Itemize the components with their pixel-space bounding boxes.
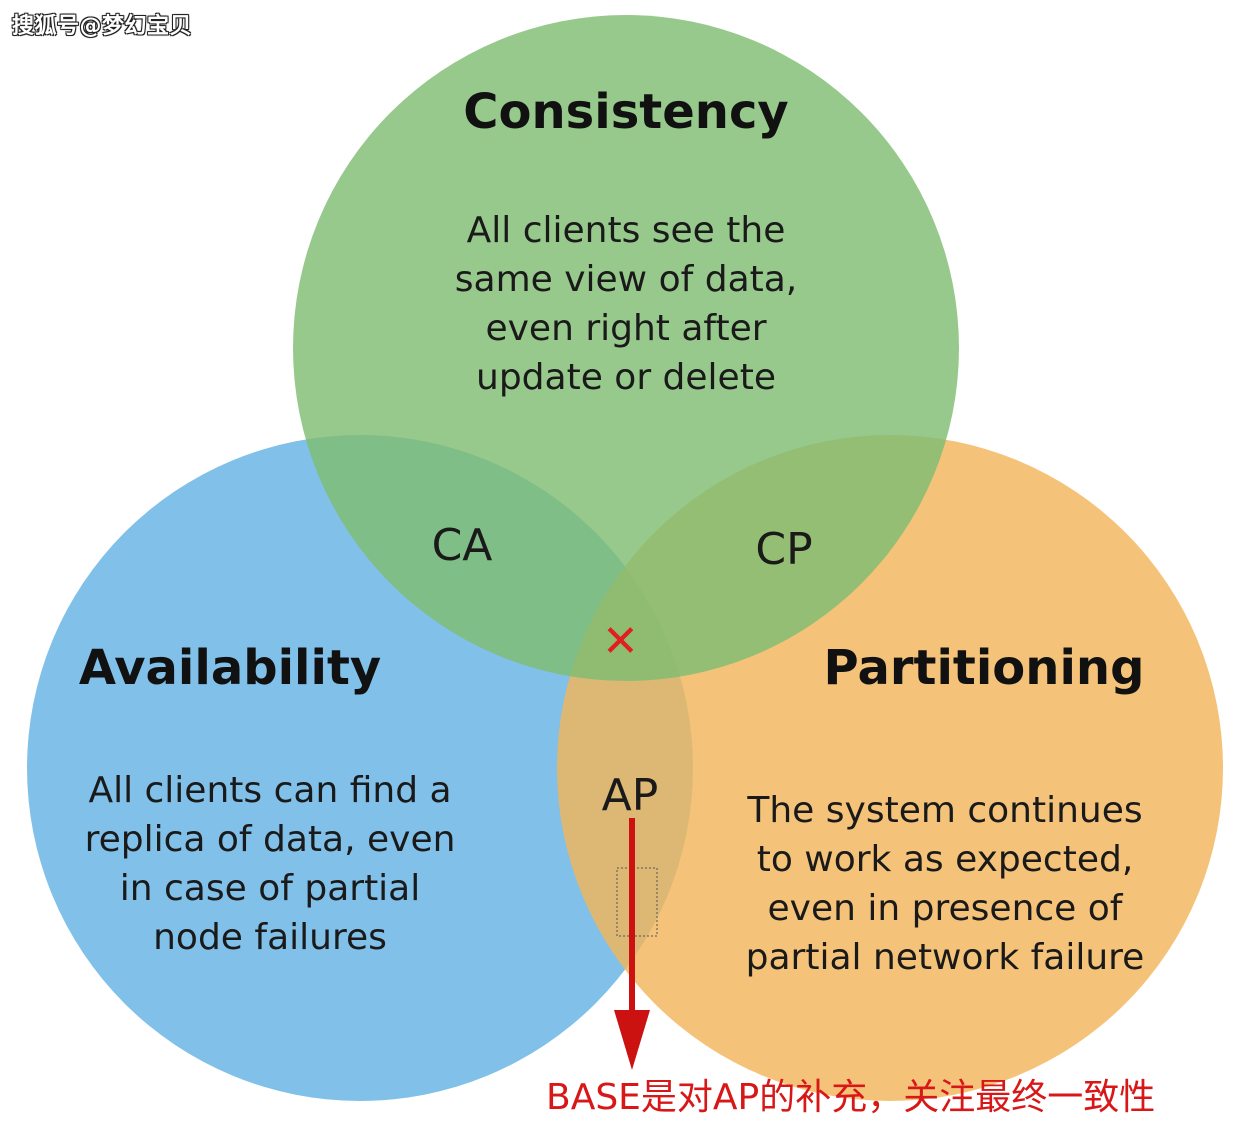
ap-label: AP <box>601 770 659 821</box>
cp-label: CP <box>755 524 813 575</box>
consistency-description: All clients see the same view of data, e… <box>396 206 856 402</box>
availability-line: replica of data, even <box>84 819 456 860</box>
partitioning-line: The system continues <box>747 790 1143 831</box>
partitioning-line: even in presence of <box>767 888 1123 929</box>
impossible-cross-icon: ✕ <box>602 616 639 667</box>
ca-label: CA <box>431 520 493 571</box>
availability-line: in case of partial <box>119 868 421 909</box>
consistency-line: update or delete <box>476 357 776 398</box>
availability-line: All clients can find a <box>88 770 452 811</box>
base-annotation: BASE是对AP的补充，关注最终一致性 <box>546 1077 1156 1118</box>
consistency-circle <box>293 15 959 681</box>
partitioning-line: partial network failure <box>745 937 1145 978</box>
partitioning-description: The system continues to work as expected… <box>700 786 1190 982</box>
consistency-line: All clients see the <box>466 210 786 251</box>
consistency-title: Consistency <box>463 84 789 140</box>
dotted-selection-box <box>616 867 658 937</box>
availability-title: Availability <box>78 640 382 696</box>
watermark: 搜狐号@梦幻宝贝 <box>12 14 193 39</box>
availability-description: All clients can find a replica of data, … <box>30 766 510 962</box>
consistency-line: same view of data, <box>454 259 798 300</box>
partitioning-line: to work as expected, <box>756 839 1134 880</box>
availability-line: node failures <box>153 917 387 958</box>
consistency-line: even right after <box>485 308 767 349</box>
partitioning-title: Partitioning <box>823 640 1145 696</box>
